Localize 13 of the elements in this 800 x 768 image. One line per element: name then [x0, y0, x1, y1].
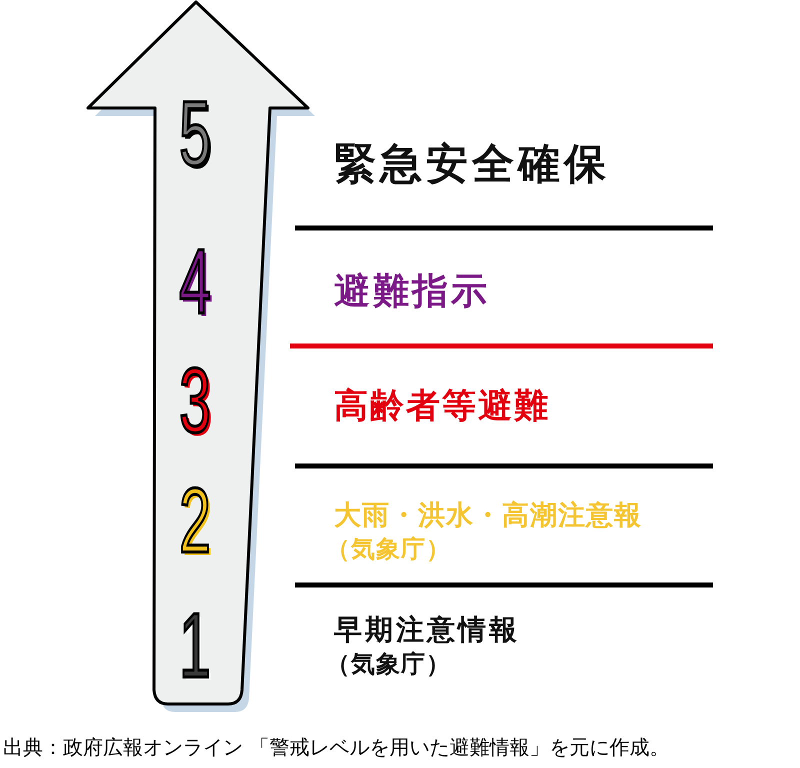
- level-number: 2: [178, 475, 212, 567]
- level-title: 高齢者等避難: [334, 389, 550, 423]
- level-number: 1: [178, 600, 212, 692]
- source-caption: 出典：政府広報オンライン 「警戒レベルを用いた避難情報」を元に作成。: [3, 734, 670, 761]
- level-number: 5: [178, 88, 212, 180]
- level-title: 大雨・洪水・高潮注意報: [334, 502, 642, 529]
- level-number: 4: [178, 236, 212, 328]
- level-number: 3: [178, 355, 212, 447]
- issuer-note: （気象庁）: [326, 652, 451, 676]
- issuer-note: （気象庁）: [326, 537, 451, 561]
- level-title: 避難指示: [334, 274, 490, 310]
- level-title: 緊急安全確保: [334, 143, 610, 185]
- level-title: 早期注意情報: [334, 616, 520, 644]
